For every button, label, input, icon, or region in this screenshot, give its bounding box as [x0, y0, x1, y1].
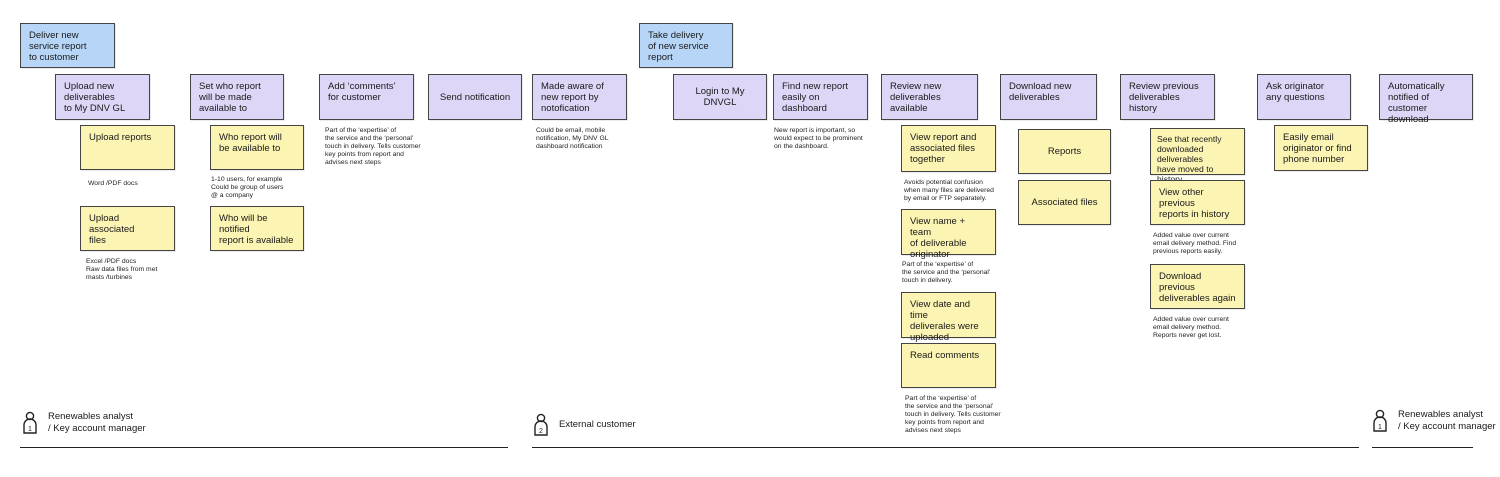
- task-card-who-notified[interactable]: Who will be notified report is available: [210, 206, 304, 251]
- persona-number: 1: [1378, 424, 1382, 431]
- task-card-download-previous[interactable]: Download previous deliverables again: [1150, 264, 1245, 309]
- step-card-find-report[interactable]: Find new report easily on dashboard: [773, 74, 868, 120]
- task-card-view-other-previous[interactable]: View other previous reports in history: [1150, 180, 1245, 225]
- task-card-associated-files[interactable]: Associated files: [1018, 180, 1111, 225]
- task-label: Who report will be available to: [219, 132, 282, 154]
- step-card-set-who[interactable]: Set who report will be made available to: [190, 74, 284, 120]
- step-card-send-notification[interactable]: Send notification: [428, 74, 522, 120]
- task-card-who-available[interactable]: Who report will be available to: [210, 125, 304, 170]
- persona-label: Renewables analyst / Key account manager: [1398, 409, 1496, 432]
- step-label: Review previous deliverables history: [1129, 81, 1199, 114]
- step-card-download-new[interactable]: Download new deliverables: [1000, 74, 1097, 120]
- step-card-review-new[interactable]: Review new deliverables available: [881, 74, 978, 120]
- task-label: View report and associated files togethe…: [910, 132, 977, 165]
- step-card-add-comments[interactable]: Add ‘comments’ for customer: [319, 74, 414, 120]
- note-could-be-email: Could be email, mobile notification, My …: [536, 127, 609, 150]
- persona-number: 1: [28, 426, 32, 433]
- note-word-pdf: Word /PDF docs: [88, 180, 138, 187]
- lane-divider-analyst: [20, 447, 508, 448]
- step-card-review-previous[interactable]: Review previous deliverables history: [1120, 74, 1215, 120]
- lane-divider-customer: [532, 447, 1359, 448]
- step-card-login[interactable]: Login to My DNVGL: [673, 74, 767, 120]
- task-label: Download previous deliverables again: [1159, 271, 1236, 304]
- task-label: View other previous reports in history: [1159, 187, 1230, 220]
- task-card-read-comments[interactable]: Read comments: [901, 343, 996, 388]
- step-label: Automatically notified of customer downl…: [1388, 81, 1445, 125]
- task-card-reports[interactable]: Reports: [1018, 129, 1111, 174]
- note-excel-pdf: Excel /PDF docs Raw data files from met …: [86, 258, 158, 281]
- task-card-upload-associated[interactable]: Upload associated files: [80, 206, 175, 251]
- person-icon: 2: [534, 413, 548, 436]
- note-added-value-2: Added value over current email delivery …: [1153, 316, 1229, 339]
- stage-card-deliver[interactable]: Deliver new service report to customer: [20, 23, 115, 68]
- task-label: Read comments: [910, 350, 980, 361]
- task-label: View date and time deliverales were uplo…: [910, 299, 979, 343]
- persona-label: External customer: [559, 419, 636, 430]
- step-label: Send notification: [439, 91, 511, 103]
- note-read-comments-expertise: Part of the ‘expertise’ of the service a…: [905, 395, 1001, 434]
- note-added-value-1: Added value over current email delivery …: [1153, 232, 1237, 255]
- task-card-see-recent[interactable]: See that recently downloaded deliverable…: [1150, 128, 1245, 184]
- task-label: See that recently downloaded deliverable…: [1157, 134, 1222, 184]
- step-label: Set who report will be made available to: [199, 81, 261, 114]
- task-card-email-originator[interactable]: Easily email originator or find phone nu…: [1274, 125, 1368, 171]
- persona-analyst-right: 1 Renewables analyst / Key account manag…: [1372, 409, 1496, 433]
- step-label: Add ‘comments’ for customer: [328, 81, 396, 103]
- persona-customer: 2 External customer: [533, 413, 636, 437]
- person-icon: 1: [23, 411, 37, 434]
- task-card-upload-reports[interactable]: Upload reports: [80, 125, 175, 170]
- note-new-report-important: New report is important, so would expect…: [774, 127, 863, 150]
- note-comments-expertise: Part of the ‘expertise’ of the service a…: [325, 127, 421, 166]
- persona-analyst-left: 1 Renewables analyst / Key account manag…: [22, 411, 146, 435]
- step-label: Find new report easily on dashboard: [782, 81, 849, 114]
- stage-label: Deliver new service report to customer: [29, 30, 87, 63]
- step-label: Login to My DNVGL: [695, 86, 745, 108]
- step-card-made-aware[interactable]: Made aware of new report by notofication: [532, 74, 627, 120]
- task-label: Upload associated files: [89, 213, 135, 246]
- task-label: View name + team of deliverable originat…: [910, 216, 967, 260]
- step-label: Made aware of new report by notofication: [541, 81, 604, 114]
- step-label: Upload new deliverables to My DNV GL: [64, 81, 126, 114]
- person-icon: 1: [1373, 409, 1387, 432]
- step-label: Review new deliverables available: [890, 81, 942, 114]
- note-originator-expertise: Part of the ‘expertise’ of the service a…: [902, 261, 991, 284]
- note-avoids-confusion: Avoids potential confusion when many fil…: [904, 179, 994, 202]
- step-card-auto-notified[interactable]: Automatically notified of customer downl…: [1379, 74, 1473, 125]
- task-card-view-name-team[interactable]: View name + team of deliverable originat…: [901, 209, 996, 260]
- note-users: 1-10 users, for example Could be group o…: [211, 176, 284, 199]
- task-label: Easily email originator or find phone nu…: [1283, 132, 1352, 165]
- lane-divider-analyst-right: [1372, 447, 1473, 448]
- step-card-ask-originator[interactable]: Ask originator any questions: [1257, 74, 1351, 120]
- persona-number: 2: [539, 428, 543, 435]
- task-label: Reports: [1047, 146, 1082, 157]
- task-label: Who will be notified report is available: [219, 213, 294, 246]
- task-label: Upload reports: [89, 132, 152, 143]
- stage-label: Take delivery of new service report: [648, 30, 709, 63]
- task-card-view-date-time[interactable]: View date and time deliverales were uplo…: [901, 292, 996, 343]
- task-label: Associated files: [1031, 197, 1098, 208]
- step-label: Download new deliverables: [1009, 81, 1072, 103]
- task-card-view-report-files[interactable]: View report and associated files togethe…: [901, 125, 996, 172]
- stage-card-take-delivery[interactable]: Take delivery of new service report: [639, 23, 733, 68]
- step-label: Ask originator any questions: [1266, 81, 1325, 103]
- step-card-upload-deliverables[interactable]: Upload new deliverables to My DNV GL: [55, 74, 150, 120]
- persona-label: Renewables analyst / Key account manager: [48, 411, 146, 434]
